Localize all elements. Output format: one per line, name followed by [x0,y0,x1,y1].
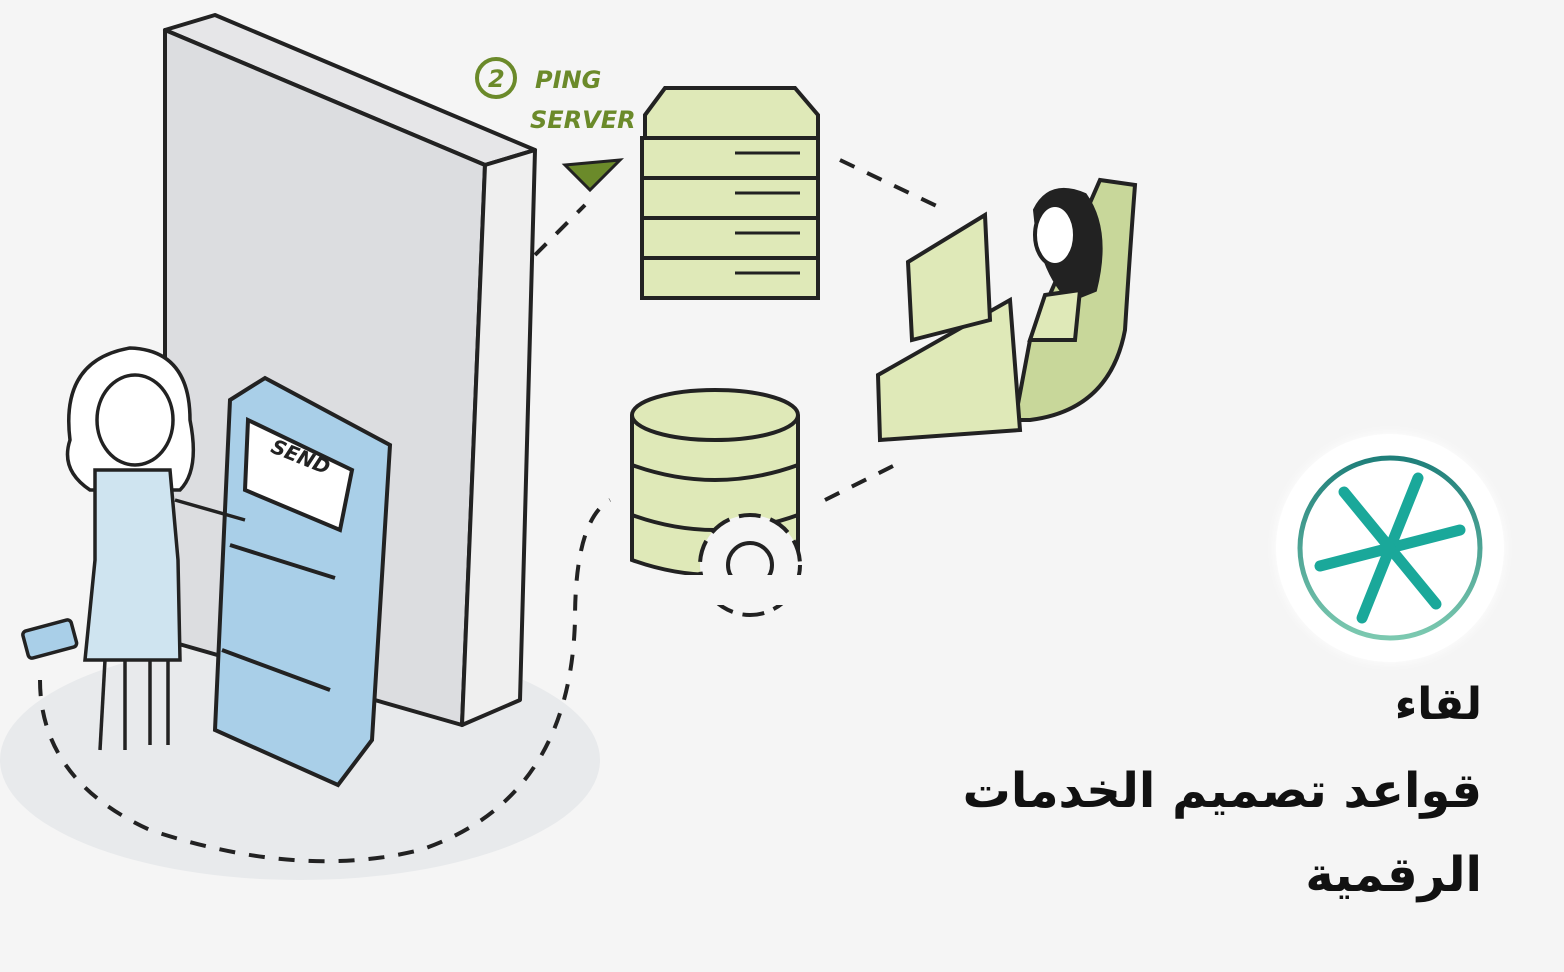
logo-snowflake-icon [1297,455,1483,641]
support-agent-desk [875,177,1138,443]
gear-icon [620,513,840,617]
server-lines [735,151,800,275]
event-title-block: لقاء قواعد تصميم الخدمات الرقمية [963,670,1482,908]
step-label-server: SERVER [530,106,636,134]
woman-figure [21,346,246,751]
paper-plane-icon [561,158,624,193]
event-title-line1: قواعد تصميم الخدمات [962,763,1482,819]
step-number: 2 [488,65,505,93]
event-kicker: لقاء [1394,679,1482,730]
step-number-circle [475,57,517,99]
server-stack [640,86,820,300]
logo [1276,434,1504,662]
kiosk [212,375,393,788]
event-title-line2: الرقمية [1305,847,1482,903]
step-label-ping: PING [535,66,601,94]
